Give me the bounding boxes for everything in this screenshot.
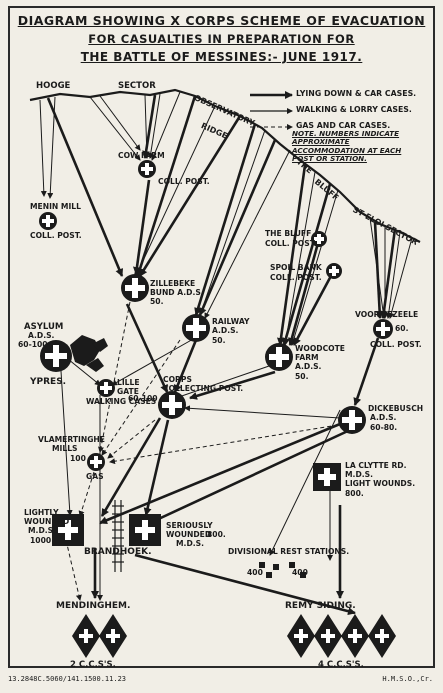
mendinghem-label: Mendinghem. [56,601,131,611]
post-voormezeele [373,319,393,339]
seriously-num: 800. [207,530,226,539]
divisional-rest-squares [259,562,306,578]
la-clytte-num: 800. [345,489,364,498]
lightly-sub: Wounded [24,517,70,526]
railway-label: Railway [212,317,250,326]
railway-num: 50. [212,336,226,345]
legend-lying-label: Lying down & car cases. [296,89,417,98]
post-lille-gate [97,379,115,397]
lightly-sub2: M.D.S. [28,526,56,535]
sector-hooge-label: Sector [118,81,156,91]
title-line-2: for casualties in preparation for [88,32,355,46]
divisional-num-2: 400 [292,568,308,577]
seriously-label: Seriously [166,521,213,530]
mds-lightly-wounded [52,514,84,546]
dickebusch-label: Dickebusch [368,404,424,413]
asylum-sub: A.D.S. [28,331,55,340]
post-spoil-bank [326,263,342,279]
zillebeke-sub: Bund A.D.S. [150,288,204,297]
la-clytte-sub: M.D.S. [345,470,373,479]
railway-sub: A.D.S. [212,326,239,335]
ccs-remy-siding [287,614,396,658]
ypres-label: Ypres. [30,377,67,387]
woodcote-sub: Farm [295,353,319,362]
lightly-num: 1000 [30,536,52,545]
voormezeele-sub: Coll. Post. [370,340,422,349]
ccs-mendinghem [72,614,127,658]
post-woodcote [265,343,293,371]
cow-farm-sub: Coll. Post. [158,177,210,186]
footer-publisher: H.M.S.O.,Cr. [382,675,433,683]
post-vlamertinghe [87,453,105,471]
front-line [29,88,421,243]
la-clytte-label: La Clytte Rd. [345,461,407,470]
vlamertinghe-sub: Mills [52,444,78,453]
title-line-3: The Battle of Messines:- June 1917. [80,50,363,64]
seriously-sub2: M.D.S. [176,539,204,548]
bluff-label: The Bluff [265,229,312,238]
brandhoek-label: Brandhoek. [84,547,152,557]
ccs-2-label: 2 C.C.S's. [70,660,116,670]
dickebusch-sub: A.D.S. [370,413,397,422]
voormezeele-num: 60. [395,324,409,333]
zillebeke-num: 50. [150,297,164,306]
woodcote-num: 50. [295,372,309,381]
woodcote-sub2: A.D.S. [295,362,322,371]
bluff-sub: Coll. Post. [265,239,317,248]
woodcote-label: Woodcote [295,344,345,353]
railway-track [112,500,124,572]
vlamertinghe-label: Vlamertinghe [38,435,105,444]
menin-mill-label: Menin Mill [30,202,81,211]
title-line-1: Diagram showing X Corps scheme of evacua… [17,13,426,28]
vlamertinghe-gas: Gas [86,472,104,481]
lille-gate-sub: Gate [117,387,139,396]
post-cow-farm [138,160,156,178]
menin-mill-sub: Coll. Post. [30,231,82,240]
voormezeele-label: Voormezeele [355,310,419,319]
seriously-sub: Wounded [166,530,212,539]
divisional-rest-label: Divisional Rest Stations. [228,547,350,556]
lille-gate-label: Lille [117,378,140,387]
ypres-town-mass [70,335,108,372]
zillebeke-label: Zillebeke [150,279,196,288]
remy-siding-label: Remy Siding. [285,601,356,611]
corps-sub: Collecting Post. [163,384,244,393]
cow-farm-label: Cow Farm [118,151,165,160]
spoil-bank-label: Spoil Bank [270,263,322,272]
asylum-num: 60-100 [18,340,48,349]
post-zillebeke [121,274,149,302]
post-corps-collecting [158,391,186,419]
legend-gas-label: Gas and car cases. [296,121,391,130]
corps-num: 60-100 [128,394,158,403]
lightly-label: Lightly [24,508,59,517]
spoil-bank-sub: Coll. Post. [270,273,322,282]
post-the-bluff [311,231,327,247]
mds-la-clytte [313,463,341,491]
walking-cases-label: Walking Cases [86,397,157,406]
post-dickebusch [338,406,366,434]
asylum-label: Asylum [24,322,64,332]
footer-print-code: 13.2848C.5060/141.1500.11.23 [8,675,127,683]
la-clytte-sub2: Light Wounds. [345,479,416,488]
divisional-num-1: 400 [247,568,263,577]
post-asylum [40,340,72,372]
mds-seriously-wounded [129,514,161,546]
vlamertinghe-num: 100 [70,454,86,463]
note: Note. Numbers indicate approximate accom… [292,129,402,163]
post-railway [182,314,210,342]
diagram-border [8,6,435,668]
post-menin-mill [39,212,57,230]
legend-walking-label: Walking & lorry cases. [296,105,412,114]
dickebusch-num: 60-80. [370,423,398,432]
sector-hooge: Hooge [36,81,71,91]
ccs-4-label: 4 C.C.S's. [318,660,364,670]
corps-label: Corps [163,375,192,384]
